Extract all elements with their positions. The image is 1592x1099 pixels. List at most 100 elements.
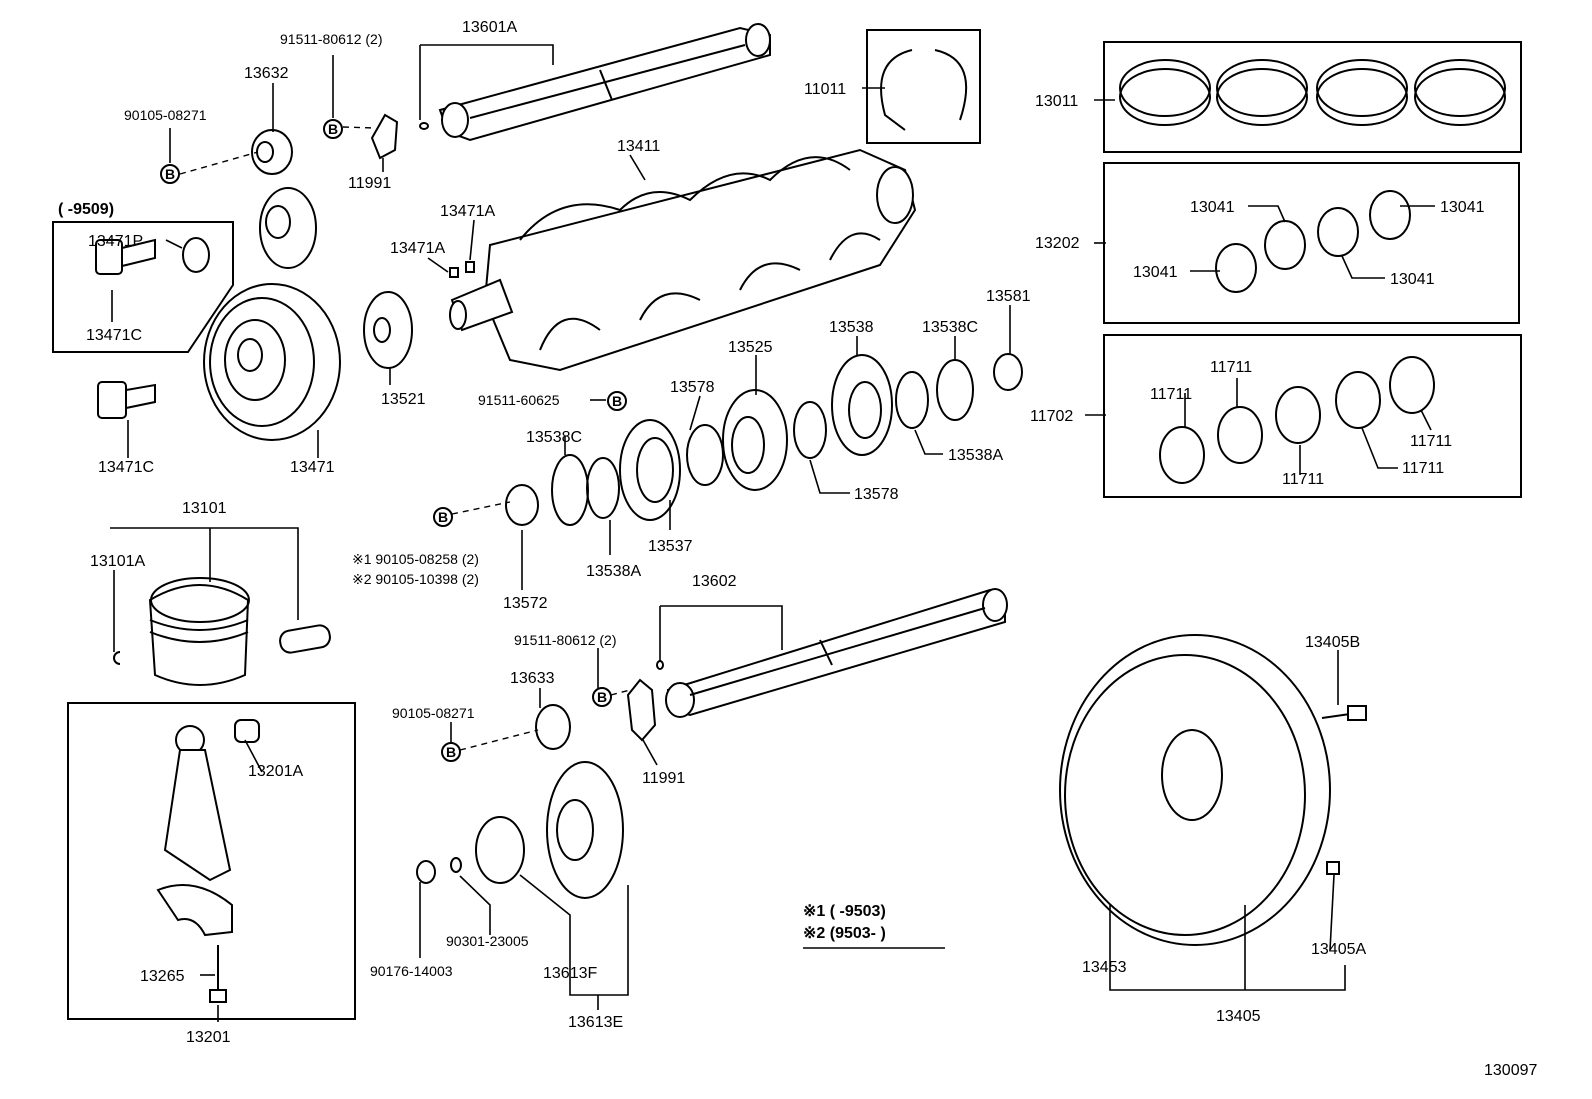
label-11702: 11702 <box>1030 408 1073 425</box>
label-figure-code: 130097 <box>1484 1062 1537 1079</box>
bolt-marker-b-4: B <box>433 507 453 527</box>
key-13471A-icon <box>449 261 475 278</box>
label-13471P: 13471P <box>88 233 143 250</box>
crankshaft-icon <box>449 148 917 372</box>
label-13471C: 13471C <box>98 459 154 476</box>
label-11991-top: 11991 <box>348 175 391 192</box>
snap-ring-13538C-right-icon <box>936 359 974 421</box>
snap-ring-13578-upper-icon <box>686 424 724 486</box>
bolt-marker-b-5: B <box>592 687 612 707</box>
label-90301-23005: 90301-23005 <box>446 933 529 949</box>
box-connecting-rod-13201 <box>67 702 356 1020</box>
bolt-marker-b-3: B <box>607 391 627 411</box>
gear-13525-icon <box>722 389 788 491</box>
label-13572: 13572 <box>503 595 548 612</box>
label-11711-d: 11711 <box>1402 460 1444 477</box>
label-90105-08271-top: 90105-08271 <box>124 107 207 123</box>
label-13602: 13602 <box>692 573 737 590</box>
label-11711-a: 11711 <box>1210 359 1252 376</box>
snap-ring-13538C-left-icon <box>551 454 589 526</box>
label-91511-60625: 91511-60625 <box>478 392 560 408</box>
label-legend-2: ※2 (9503- ) <box>803 925 886 942</box>
bolt-13471C-boxed-icon <box>95 238 156 275</box>
label-13633: 13633 <box>510 670 555 687</box>
label-13471A-left: 13471A <box>390 240 445 257</box>
plate-13538-icon <box>831 354 893 456</box>
bolt-marker-b-2: B <box>323 119 343 139</box>
label-13613E: 13613E <box>568 1014 623 1031</box>
label-13538A-left: 13538A <box>586 563 641 580</box>
gear-plate-13537-icon <box>619 419 681 521</box>
svg-text:B: B <box>597 689 607 705</box>
label-13613F: 13613F <box>543 965 597 982</box>
label-13632: 13632 <box>244 65 289 82</box>
label-90176-14003: 90176-14003 <box>370 963 453 979</box>
label-13411: 13411 <box>617 138 660 155</box>
label-91511-80612-bottom: 91511-80612 (2) <box>514 632 616 648</box>
bolt-marker-b-6: B <box>441 742 461 762</box>
bolt-13405B-icon <box>1321 705 1367 721</box>
bearing-90301-icon <box>475 816 525 884</box>
label-13101A: 13101A <box>90 553 145 570</box>
gear-13632-icon <box>251 129 317 269</box>
svg-text:B: B <box>446 744 456 760</box>
svg-text:B: B <box>612 393 622 409</box>
label-13405: 13405 <box>1216 1008 1261 1025</box>
label-13201: 13201 <box>186 1029 231 1046</box>
label-11991-bottom: 11991 <box>642 770 685 787</box>
label-range-9509: ( -9509) <box>58 201 114 218</box>
crankshaft-pulley-icon <box>203 283 341 441</box>
label-13471A-right: 13471A <box>440 203 495 220</box>
box-pulley-variant-9509 <box>52 221 234 353</box>
washer-13538A-right-icon <box>895 371 929 429</box>
label-13453: 13453 <box>1082 959 1127 976</box>
thrust-washer-13572-icon <box>505 484 539 526</box>
label-13537: 13537 <box>648 538 693 555</box>
label-13471: 13471 <box>290 459 335 476</box>
balance-gear-icon <box>546 761 624 899</box>
label-13041-d: 13041 <box>1390 271 1435 288</box>
label-note-1: ※1 90105-08258 (2) <box>352 551 479 567</box>
svg-text:B: B <box>438 509 448 525</box>
label-13202: 13202 <box>1035 235 1080 252</box>
connecting-rod-icon <box>156 719 260 1003</box>
balance-shaft-lower-icon <box>656 588 1008 718</box>
box-rod-bearings-13202 <box>1103 162 1520 324</box>
piston-icon <box>148 577 250 686</box>
main-bearings-icon <box>1159 356 1435 484</box>
label-13041-b: 13041 <box>1440 199 1485 216</box>
nut-90176-icon <box>416 860 436 884</box>
label-13265: 13265 <box>140 968 185 985</box>
snap-ring-13101A-icon <box>113 651 121 665</box>
box-bearing-set-11011 <box>866 29 981 144</box>
rod-bearings-icon <box>1215 190 1411 293</box>
label-13538C-left: 13538C <box>526 429 582 446</box>
label-13578-bottom: 13578 <box>854 486 899 503</box>
washer-13538A-left-icon <box>586 457 620 519</box>
gear-13633-icon <box>535 704 571 750</box>
label-13581: 13581 <box>986 288 1031 305</box>
label-note-2: ※2 90105-10398 (2) <box>352 571 479 587</box>
label-legend-1: ※1 ( -9503) <box>803 903 886 920</box>
dashed-assembly-lines <box>179 126 631 751</box>
piston-pin-icon <box>279 624 331 654</box>
label-90105-08271-bottom: 90105-08271 <box>392 705 475 721</box>
label-13525: 13525 <box>728 339 773 356</box>
label-13011: 13011 <box>1035 93 1078 110</box>
crankshaft-gear-icon <box>363 291 413 369</box>
washer-90301-23005-icon <box>450 857 462 873</box>
thrust-washer-set-icon <box>880 49 968 131</box>
label-91511-80612-top: 91511-80612 (2) <box>280 31 382 47</box>
label-11711-c: 11711 <box>1410 433 1452 450</box>
label-13521: 13521 <box>381 391 426 408</box>
label-13405A: 13405A <box>1311 941 1366 958</box>
bolt-13471C-icon <box>97 381 156 419</box>
label-13578-top: 13578 <box>670 379 715 396</box>
label-11011: 11011 <box>804 81 846 98</box>
plug-13471P-icon <box>182 237 210 273</box>
label-13538C-right: 13538C <box>922 319 978 336</box>
snap-ring-13578-lower-icon <box>793 401 827 459</box>
label-13601A: 13601A <box>462 19 517 36</box>
label-13041-a: 13041 <box>1190 199 1235 216</box>
